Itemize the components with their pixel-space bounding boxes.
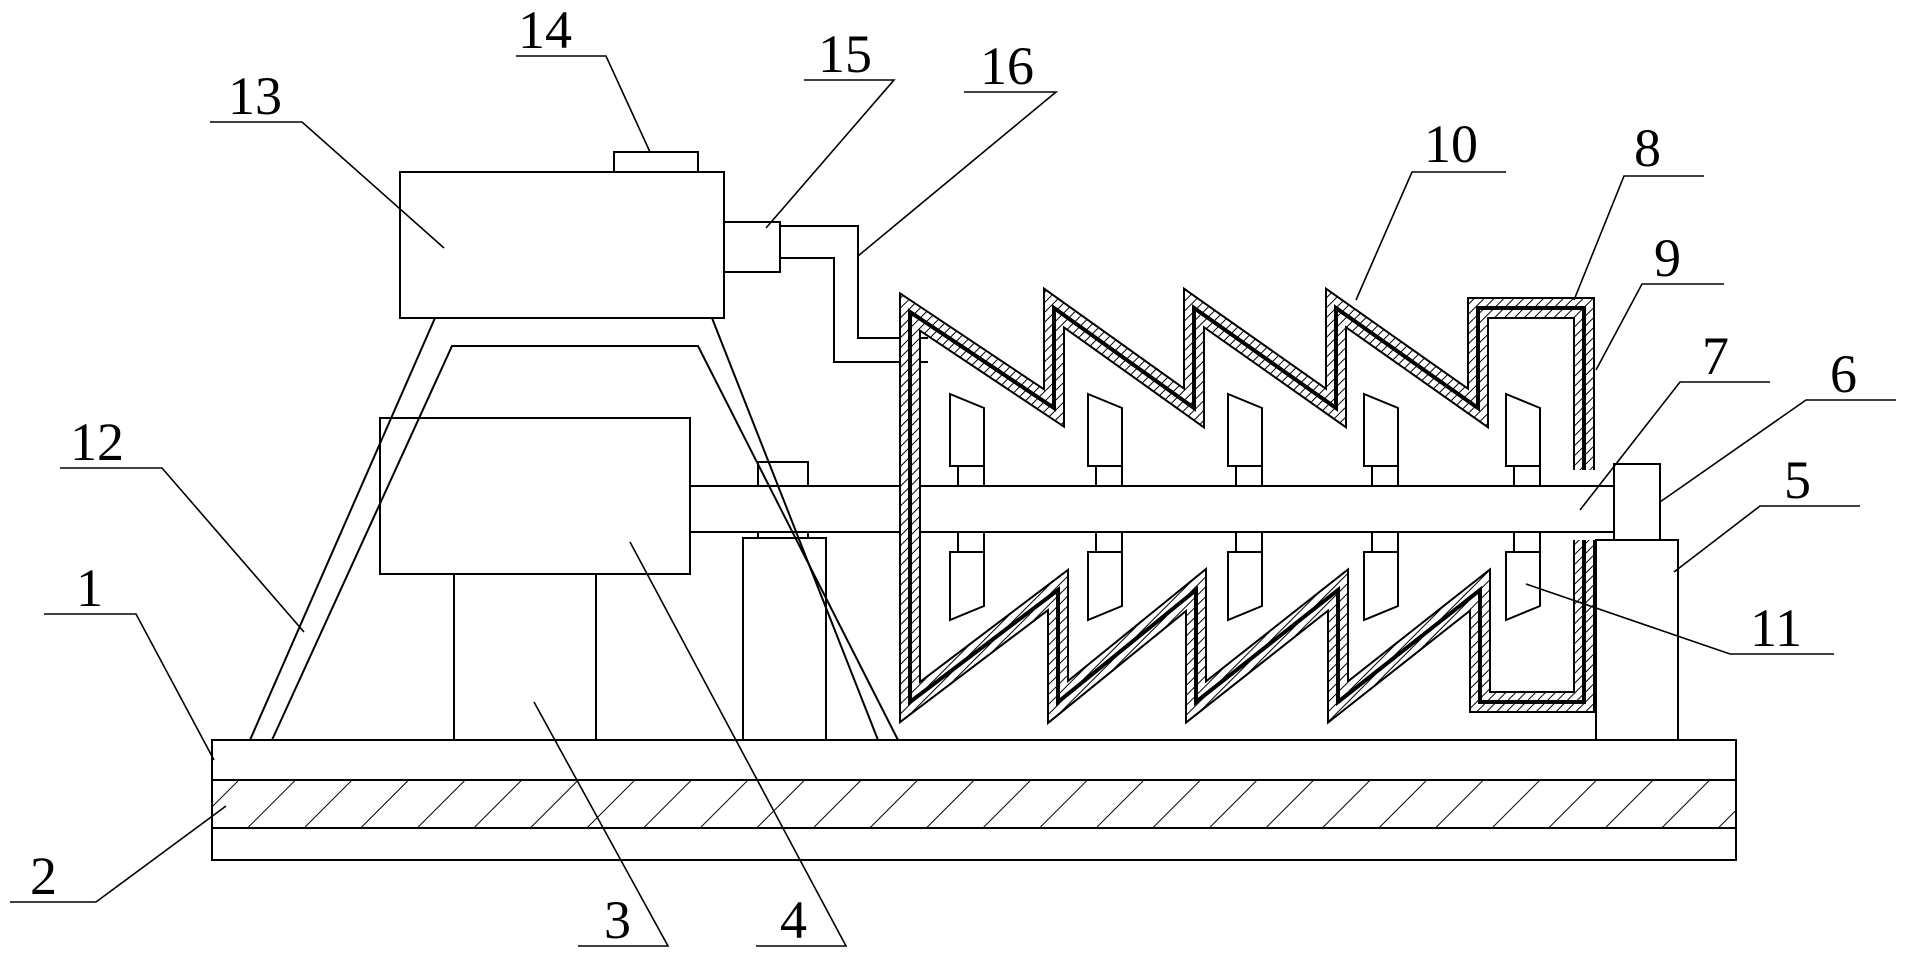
label-8: 8 [1634,118,1661,178]
label-15: 15 [818,24,872,84]
label-3: 3 [604,890,631,950]
label-6: 6 [1830,344,1857,404]
label-7: 7 [1702,326,1729,386]
label-11: 11 [1750,598,1802,658]
label-2: 2 [30,846,57,906]
base-plate [212,740,1736,860]
label-14: 14 [518,0,572,60]
shaft [690,486,1620,532]
label-9: 9 [1654,228,1681,288]
blade-bottom-4 [1364,532,1398,620]
blade-top-1 [950,394,984,486]
blade-top-2 [1088,394,1122,486]
blade-top-3 [1228,394,1262,486]
label-16: 16 [980,36,1034,96]
blade-bottom-2 [1088,532,1122,620]
label-5: 5 [1784,450,1811,510]
motor-support [454,574,596,740]
blade-top-4 [1364,394,1398,486]
blade-bottom-3 [1228,532,1262,620]
motor [380,418,690,574]
tank [400,152,780,318]
label-12: 12 [70,412,124,472]
label-13: 13 [228,66,282,126]
blade-bottom-5 [1506,532,1540,620]
blade-top-5 [1506,394,1540,486]
label-10: 10 [1424,114,1478,174]
blade-bottom-1 [950,532,984,620]
label-4: 4 [780,890,807,950]
label-1: 1 [76,558,103,618]
